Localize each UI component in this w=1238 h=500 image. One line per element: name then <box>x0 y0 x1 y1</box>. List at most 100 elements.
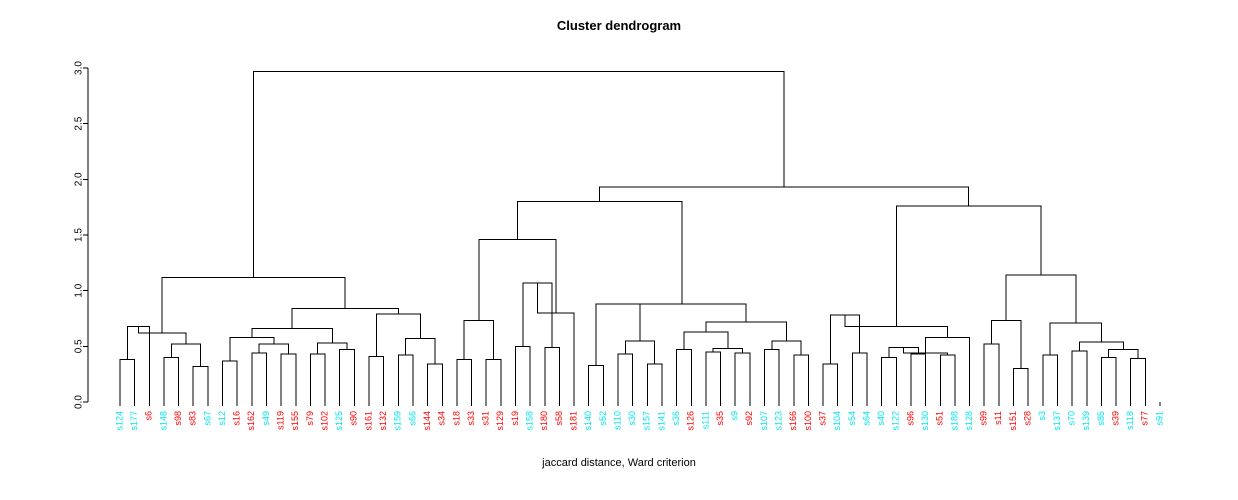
dendrogram-link <box>793 354 809 402</box>
y-tick-label: 3.0 <box>74 61 85 75</box>
dendrogram-link <box>1130 358 1146 402</box>
dendrogram-link <box>514 345 531 402</box>
dendrogram-link <box>1005 274 1077 323</box>
dendrogram-link <box>624 340 656 365</box>
y-tick-label: 1.5 <box>74 228 85 242</box>
dendrogram-link <box>251 352 267 402</box>
leaf-label: s180 <box>539 411 549 431</box>
leaf-label: s58 <box>554 411 564 426</box>
dendrogram-link <box>683 331 729 350</box>
dendrogram-link <box>463 320 495 360</box>
leaf-label: s137 <box>1052 411 1062 431</box>
dendrogram-link <box>617 353 634 402</box>
leaf-label: s159 <box>393 411 403 431</box>
leaf-label: s30 <box>627 411 637 426</box>
leaf-label: s122 <box>891 411 901 431</box>
dendrogram-link <box>771 340 802 356</box>
leaf-label: s140 <box>583 411 593 431</box>
leaf-label: s11 <box>993 411 1003 425</box>
dendrogram-links <box>119 70 1146 402</box>
page-title: Cluster dendrogram <box>556 18 682 33</box>
dendrogram-link <box>251 328 333 343</box>
leaf-label: s16 <box>232 411 242 426</box>
dendrogram-link <box>309 353 326 402</box>
leaf-label: s110 <box>612 411 622 430</box>
leaf-label: s125 <box>334 411 344 431</box>
leaf-label: s51 <box>935 411 945 426</box>
dendrogram-link <box>229 336 275 361</box>
dendrogram-link <box>375 313 421 357</box>
leaf-label: s151 <box>1008 411 1018 431</box>
dendrogram-link <box>280 353 297 402</box>
dendrogram-link <box>764 349 780 402</box>
leaf-label: s107 <box>759 411 769 431</box>
dendrogram-link <box>258 343 289 355</box>
leaf-label: s161 <box>363 411 373 431</box>
dendrogram-link <box>397 354 414 402</box>
dendrogram-link <box>676 349 692 402</box>
leaf-label: s96 <box>905 411 915 426</box>
leaf-label: s98 <box>173 411 183 426</box>
dendrogram-link <box>544 346 560 402</box>
y-tick-label: 2.0 <box>74 172 85 186</box>
leaf-label: s79 <box>305 411 315 426</box>
dendrogram-link <box>881 356 897 402</box>
leaf-label: s37 <box>817 411 827 426</box>
leaf-label: s129 <box>495 411 505 431</box>
y-axis: 0.00.51.01.52.02.53.0 <box>74 61 89 409</box>
leaf-label: s3 <box>1037 411 1047 421</box>
dendrogram-link <box>822 363 839 402</box>
leaf-label: s132 <box>378 411 388 431</box>
leaf-label: s92 <box>744 411 754 426</box>
dendrogram-link <box>317 342 348 355</box>
leaf-label: s85 <box>1096 411 1106 426</box>
dendrogram-link <box>1042 354 1058 402</box>
dendrogram-link <box>910 353 927 402</box>
leaf-label: s18 <box>451 411 461 426</box>
leaf-label: s119 <box>276 411 286 430</box>
dendrogram-link <box>1071 350 1088 402</box>
leaf-label: s12 <box>217 411 227 426</box>
dendrogram-link <box>983 343 1000 402</box>
leaf-label: s35 <box>715 411 725 426</box>
dendrogram-link <box>939 354 956 402</box>
dendrogram-link <box>478 238 557 321</box>
leaf-label: s67 <box>202 411 212 426</box>
leaf-label: s188 <box>949 411 959 431</box>
leaf-label: s99 <box>979 411 989 426</box>
dendrogram-link <box>291 307 399 329</box>
dendrogram-link <box>485 359 502 402</box>
leaf-label: s64 <box>861 411 871 426</box>
leaf-label: s139 <box>1081 411 1091 431</box>
leaf-label: s77 <box>1140 411 1150 426</box>
leaf-label: s181 <box>568 411 578 431</box>
dendrogram-link <box>427 363 443 402</box>
dendrogram-link <box>646 363 663 402</box>
dendrogram-link <box>339 349 355 402</box>
leaf-label: s19 <box>510 411 520 426</box>
dendrogram-link <box>253 70 785 278</box>
leaf-label: s155 <box>290 411 300 431</box>
leaf-label: s130 <box>920 411 930 431</box>
dendrogram-link <box>705 351 722 402</box>
leaf-label: s141 <box>656 411 666 431</box>
dendrogram-link <box>734 352 751 402</box>
dendrogram-link <box>618 303 747 322</box>
dendrogram-link <box>405 338 436 365</box>
y-tick-label: 1.0 <box>74 283 85 297</box>
leaf-label: s6 <box>144 411 154 421</box>
dendrogram-link <box>522 282 553 348</box>
y-tick-label: 2.5 <box>74 116 85 130</box>
dendrogram-link <box>705 321 787 341</box>
dendrogram-link <box>588 364 604 402</box>
dendrogram-link <box>991 320 1022 369</box>
leaf-label: s66 <box>407 411 417 426</box>
leaf-label: s100 <box>803 411 813 431</box>
leaf-label: s91 <box>1154 411 1164 426</box>
dendrogram-link <box>368 355 385 402</box>
leaf-label: s70 <box>1066 411 1076 426</box>
leaf-label: s33 <box>466 411 476 426</box>
